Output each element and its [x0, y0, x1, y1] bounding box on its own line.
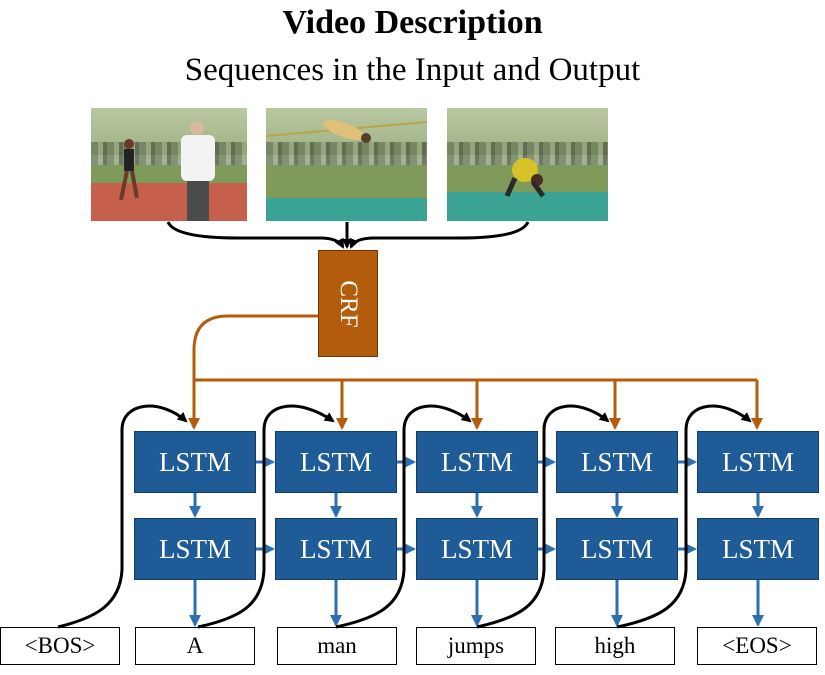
crf-to-lstm-arrows [188, 314, 763, 430]
token-eos: <EOS> [697, 627, 817, 665]
crf-block: CRF [318, 250, 378, 357]
lstm-top-2: LSTM [275, 431, 397, 493]
token-1: A [135, 627, 255, 665]
video-frame-3 [447, 108, 608, 221]
token-bos: <BOS> [0, 627, 120, 665]
lstm-top-3: LSTM [416, 431, 538, 493]
token-3: jumps [416, 627, 536, 665]
lstm-bottom-1: LSTM [134, 518, 256, 580]
frames-to-crf-arrows [166, 221, 530, 249]
lstm-top-4: LSTM [556, 431, 678, 493]
token-feedback-arrows [57, 404, 752, 629]
diagram-subtitle: Sequences in the Input and Output [184, 52, 641, 88]
video-frame-2 [266, 108, 427, 221]
lstm-bottom-5: LSTM [697, 518, 819, 580]
lstm-bottom-3: LSTM [416, 518, 538, 580]
lstm-top-5: LSTM [697, 431, 819, 493]
lstm-bottom-2: LSTM [275, 518, 397, 580]
diagram-title: Video Description [282, 4, 543, 41]
token-4: high [555, 627, 675, 665]
lstm-top-1: LSTM [134, 431, 256, 493]
lstm-bottom-4: LSTM [556, 518, 678, 580]
video-frame-1 [91, 108, 247, 221]
